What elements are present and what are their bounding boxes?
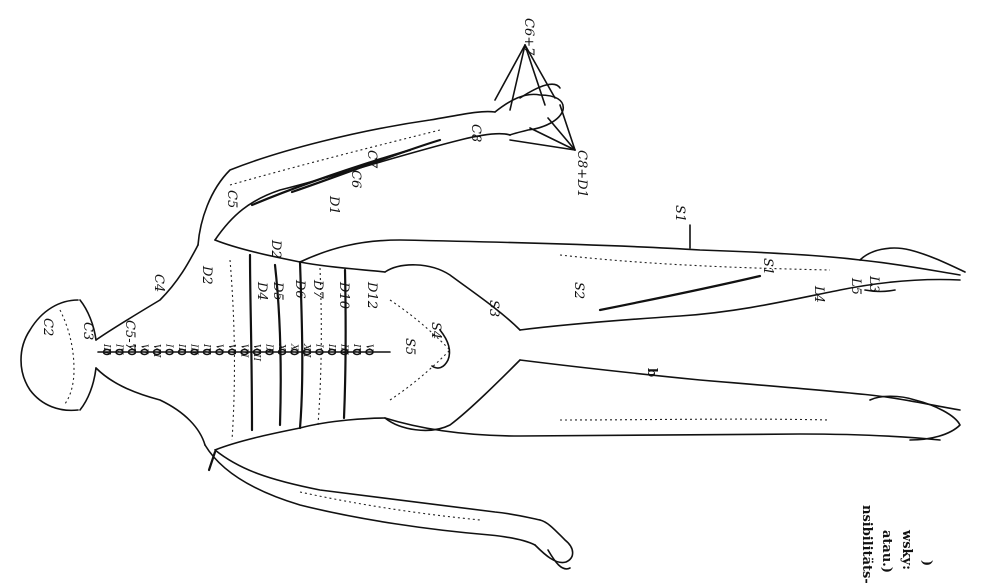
legs [300,225,965,440]
label-s4: S4 [428,322,443,339]
caption-line-3: wsky: [899,529,914,570]
caption: nsibilitäts- atau.) wsky: ) [859,505,934,583]
label-c8d1: C8+D1 [574,150,589,198]
caption-line-1: nsibilitäts- [859,505,874,583]
label-d5: D5 [270,281,285,301]
label-c57: C5-7 [122,320,137,352]
vertebra-label: I [164,343,174,348]
labels: C2 C3 C4 C5-7 C5 C6 C7 C8 C6+7 C8+D1 D1 … [40,18,881,377]
label-d4: D4 [254,281,269,301]
label-c7: C7 [364,150,379,169]
label-c4: C4 [151,274,166,292]
label-d2-trunk: D2 [199,265,214,285]
label-l3: L3 [866,275,881,293]
label-l5: L5 [848,277,863,295]
label-d6: D6 [292,279,307,299]
label-d12: D12 [364,281,379,309]
caption-line-4: ) [919,560,934,566]
label-c2: C2 [40,318,55,336]
label-s3: S3 [486,300,501,317]
label-d10: D10 [336,281,351,309]
label-s1-foot: S1 [760,258,775,275]
label-c5: C5 [224,190,239,208]
label-c67: C6+7 [521,18,536,56]
caption-line-2: atau.) [879,530,894,573]
label-d1: D1 [326,195,341,215]
label-d2-arm: D2 [268,239,283,259]
label-l4: L4 [811,285,826,303]
right-arm [198,84,563,245]
label-c3: C3 [80,322,95,340]
label-s2: S2 [571,282,586,299]
label-c6: C6 [348,170,363,188]
panel-label: b [644,368,659,377]
label-s1-leg: S1 [672,205,687,222]
vertebra-label: I [314,343,324,348]
label-c8: C8 [468,124,483,142]
head [21,300,96,410]
vertebra-label: XI [289,343,299,354]
label-d7: D7 [310,279,325,299]
left-arm [205,445,573,569]
label-s5: S5 [402,338,417,355]
